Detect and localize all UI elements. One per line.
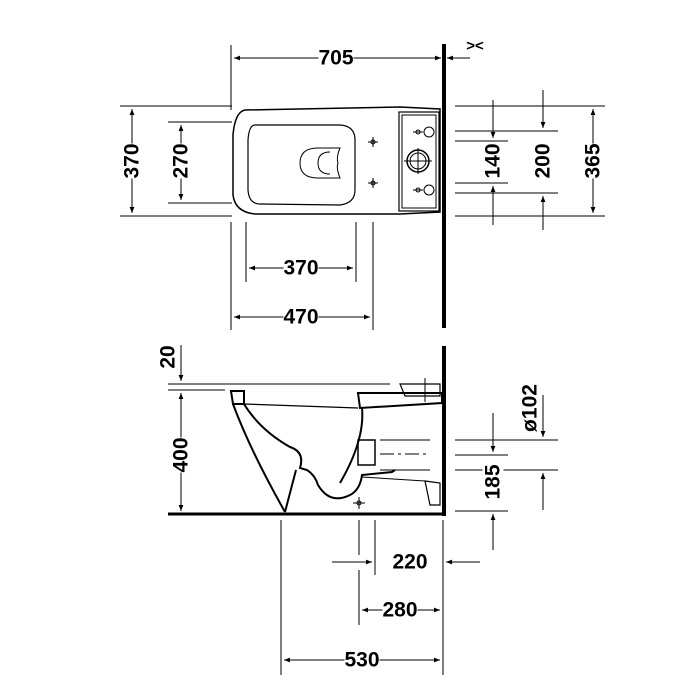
dim-seat-thickness: 20	[156, 345, 180, 369]
dim-bowl-opening-length: 370	[283, 256, 319, 280]
dim-outlet-to-wall: 220	[392, 550, 428, 574]
dim-fixing-to-wall: 280	[382, 598, 418, 622]
dim-outlet-height: 185	[481, 464, 505, 500]
tank-plate	[398, 111, 440, 212]
dim-overall-depth-side: 530	[344, 648, 380, 672]
bowl-opening	[247, 124, 356, 206]
toilet-top-outline	[232, 106, 441, 215]
wall-gap-symbol: ><	[466, 37, 484, 55]
dim-tank-width: 365	[581, 143, 605, 179]
dim-overall-width: 370	[120, 143, 144, 179]
dim-fixing-spacing: 140	[481, 143, 505, 179]
dim-seat-mount-length: 470	[283, 305, 319, 329]
dim-outlet-diameter: ø102	[518, 384, 542, 432]
dim-tank-fixing-spacing: 200	[531, 143, 555, 179]
dim-rim-height: 400	[169, 437, 193, 473]
dim-seat-width: 270	[169, 143, 193, 179]
dim-overall-depth-top: 705	[318, 46, 354, 70]
